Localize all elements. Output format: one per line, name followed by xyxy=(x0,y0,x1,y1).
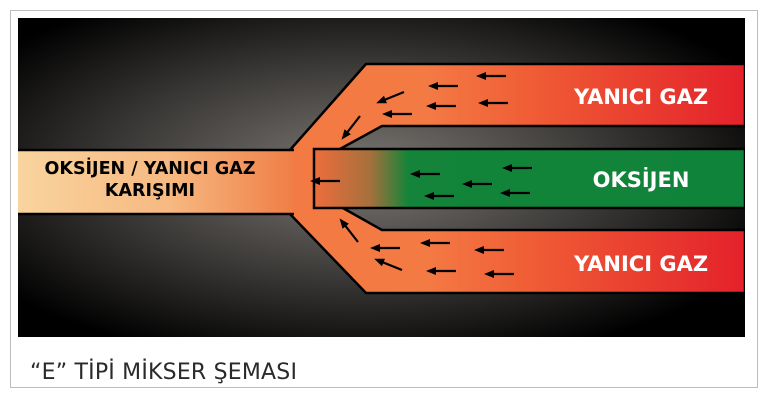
flow-arrow xyxy=(374,258,403,272)
mixture-pipe xyxy=(18,150,294,214)
flow-arrow xyxy=(310,177,340,185)
flow-arrow xyxy=(474,246,504,254)
figure-caption: “E” TİPİ MİKSER ŞEMASI xyxy=(30,360,298,385)
flow-arrow xyxy=(500,189,530,197)
flow-arrow xyxy=(370,244,400,252)
flow-arrow xyxy=(341,115,361,140)
flow-arrow xyxy=(410,170,440,178)
label-mixture-line2: KARIŞIMI xyxy=(105,181,195,201)
flow-arrow xyxy=(420,239,450,247)
flow-arrows xyxy=(310,72,532,278)
flow-arrow xyxy=(426,102,456,110)
flow-arrow xyxy=(426,267,456,275)
label-fuel-top: YANICI GAZ xyxy=(573,85,708,109)
label-mixture-line1: OKSİJEN / YANICI GAZ xyxy=(45,157,256,179)
flow-arrow xyxy=(502,164,532,172)
flow-arrow xyxy=(424,192,454,200)
flow-arrow xyxy=(484,270,514,278)
e-type-mixer-diagram: YANICI GAZ OKSİJEN YANICI GAZ OKSİJEN / … xyxy=(18,18,745,337)
flow-arrow xyxy=(376,90,405,104)
flow-arrow xyxy=(382,110,412,118)
flow-arrow xyxy=(478,99,508,107)
oxygen-pipe xyxy=(312,147,745,210)
flow-arrow xyxy=(428,82,458,90)
label-oxygen: OKSİJEN xyxy=(593,167,690,192)
flow-arrow xyxy=(339,218,359,243)
label-fuel-bottom: YANICI GAZ xyxy=(573,252,708,276)
flow-arrow xyxy=(476,72,506,80)
flow-arrow xyxy=(462,180,492,188)
